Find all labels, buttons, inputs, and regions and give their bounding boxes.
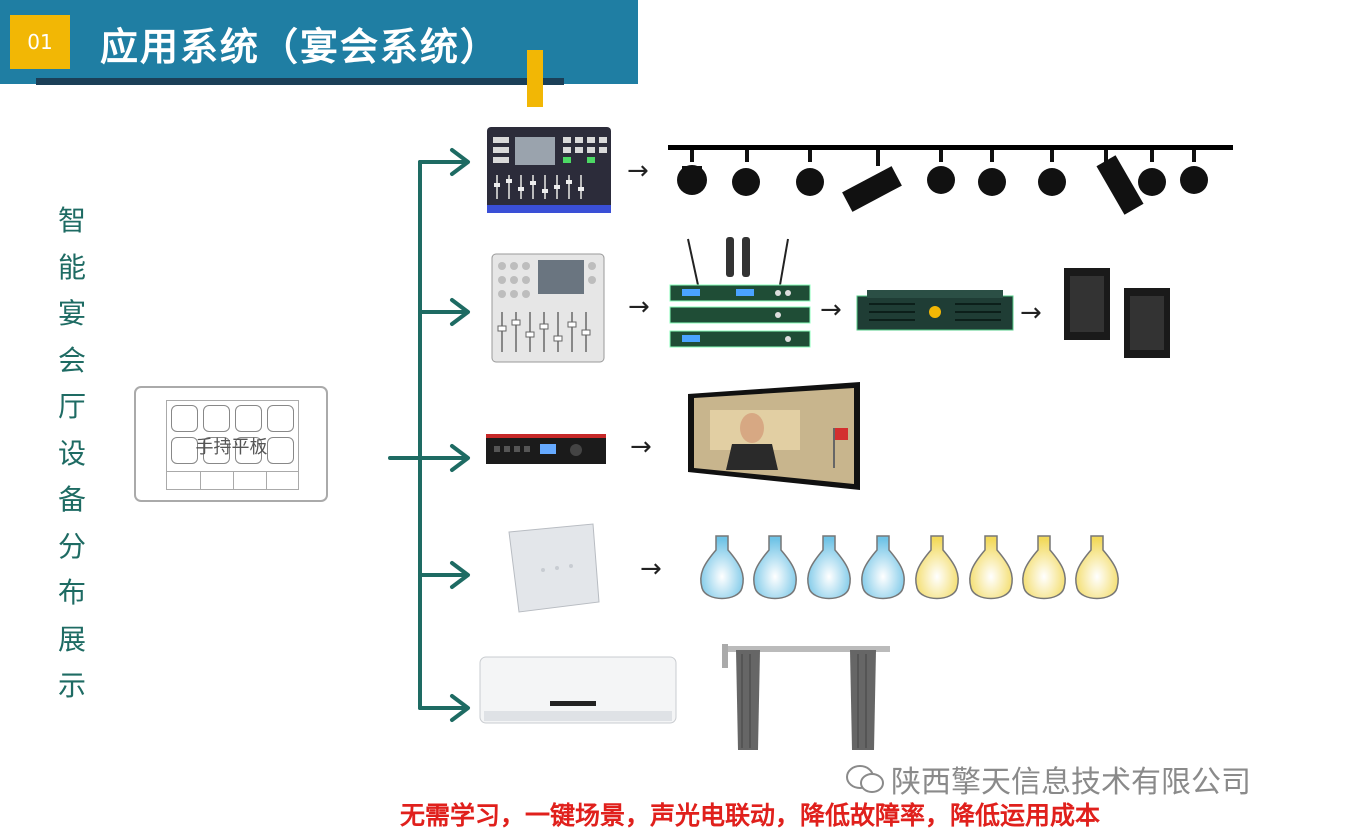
audio-mixer-icon: [491, 253, 605, 363]
flow-arrow: →: [630, 432, 652, 462]
tablet-bar-divider: [233, 471, 234, 489]
side-title-char: 智: [57, 204, 86, 237]
company-name: 陕西擎天信息技术有限公司: [891, 765, 1251, 800]
flow-arrow: →: [628, 292, 650, 322]
tablet-bar-divider: [266, 471, 267, 489]
flow-arrow: →: [820, 295, 842, 325]
side-title-char: 分: [57, 529, 86, 563]
side-title-char: 会: [57, 343, 86, 377]
page-title: 应用系统（宴会系统）: [100, 25, 501, 69]
tablet-button: [203, 405, 230, 432]
side-title-char: 能: [57, 250, 86, 284]
flow-arrowhead: [450, 148, 470, 176]
video-wall-icon: [688, 382, 860, 490]
tablet-screen: [166, 400, 299, 490]
flow-arrow: →: [640, 554, 662, 584]
tablet-button: [267, 405, 294, 432]
tablet-button: [235, 437, 262, 464]
tablet-bar-divider: [200, 471, 201, 489]
tablet-icon: 手持平板: [134, 386, 328, 502]
header-underline: [36, 78, 564, 85]
tablet-label: 手持平板: [195, 437, 268, 458]
flow-arrowhead: [450, 298, 470, 326]
side-title-char: 设: [57, 436, 86, 470]
tablet-bar: [167, 471, 298, 472]
lighting-console-icon: [487, 127, 611, 213]
side-title-char: 展: [57, 622, 86, 656]
slogan: 无需学习，一键场景，声光电联动，降低故障率，降低运用成本: [399, 801, 1100, 830]
power-amplifier-icon: [856, 290, 1014, 331]
speaker-icon: [1064, 268, 1170, 358]
side-title-char: 宴: [57, 297, 86, 330]
wall-switch-icon: [508, 523, 600, 613]
video-processor-icon: [486, 434, 606, 464]
motorized-curtain-icon: [722, 644, 890, 750]
header-accent-bar: [527, 50, 543, 107]
tablet-button: [203, 437, 230, 464]
side-title-char: 布: [57, 576, 86, 609]
side-title: 智 能 宴 会 厅 设 备 分 布 展 示: [52, 198, 92, 710]
section-number-badge: 01: [10, 15, 70, 69]
wireless-mic-receiver-icon: [669, 237, 811, 348]
wechat-icon: [846, 765, 884, 793]
air-conditioner-icon: [479, 656, 677, 724]
tablet-button: [171, 405, 198, 432]
tablet-button: [171, 437, 198, 464]
flow-arrow: →: [1020, 298, 1042, 328]
side-title-char: 厅: [57, 390, 86, 423]
flow-arrow: →: [627, 156, 649, 186]
light-bulb-icon: [700, 535, 1119, 600]
side-title-char: 示: [57, 669, 86, 702]
tablet-button: [267, 437, 294, 464]
company-watermark: 陕西擎天信息技术有限公司: [845, 757, 1251, 801]
flow-arrowhead: [450, 694, 470, 722]
flow-arrowhead: [450, 444, 470, 472]
tablet-button: [235, 405, 262, 432]
flow-arrowhead: [450, 561, 470, 589]
stage-light-icon: [668, 145, 1233, 215]
side-title-char: 备: [57, 483, 86, 516]
